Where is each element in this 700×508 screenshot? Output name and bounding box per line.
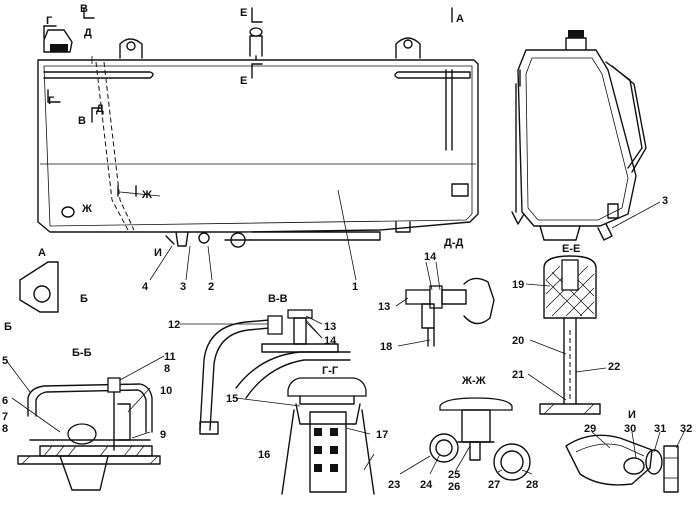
callout-13: 13 xyxy=(324,321,336,333)
mark-d-bot: Д xyxy=(96,103,104,115)
title-section-bb: Б-Б xyxy=(72,347,92,359)
callout-29: 29 xyxy=(584,423,596,435)
view-i xyxy=(565,434,679,493)
mark-v-bot: В xyxy=(78,115,86,127)
section-marker-labels: Г В Д Е А Г В Д Е Ж Ж И Б Б xyxy=(4,3,464,333)
mark-v-top: В xyxy=(80,3,88,15)
callout-5: 5 xyxy=(2,355,8,367)
title-section-dd: Д-Д xyxy=(444,237,463,249)
section-zh-zh xyxy=(429,397,531,481)
callout-12: 12 xyxy=(168,319,180,331)
title-view-a: А xyxy=(38,247,46,259)
callout-1: 1 xyxy=(352,281,358,293)
mark-e-bot: Е xyxy=(240,75,247,87)
callout-11: 11 xyxy=(164,351,176,363)
title-view-i: И xyxy=(628,409,636,421)
callout-7: 7 xyxy=(2,411,8,423)
mark-zh-right: Ж xyxy=(141,189,152,201)
callout-20: 20 xyxy=(512,335,524,347)
callout-9: 9 xyxy=(160,429,166,441)
main-tank-front-view xyxy=(37,27,479,248)
mark-e-top: Е xyxy=(240,7,247,19)
section-b-b xyxy=(17,377,161,491)
callout-25: 25 xyxy=(448,469,460,481)
callout-23: 23 xyxy=(388,479,400,491)
callout-16: 16 xyxy=(258,449,270,461)
callout-22: 22 xyxy=(608,361,620,373)
section-d-d xyxy=(405,277,495,347)
mark-b-b: Б xyxy=(4,321,12,333)
callout-24: 24 xyxy=(420,479,433,491)
title-section-zhzh: Ж-Ж xyxy=(461,375,486,387)
title-section-gg: Г-Г xyxy=(322,365,339,377)
title-section-vv: В-В xyxy=(268,293,288,305)
callout-14-dd: 14 xyxy=(424,251,437,263)
callout-32: 32 xyxy=(680,423,692,435)
callout-30: 30 xyxy=(624,423,636,435)
filter-mesh xyxy=(314,428,338,472)
callout-4: 4 xyxy=(142,281,149,293)
callout-17: 17 xyxy=(376,429,388,441)
callout-18: 18 xyxy=(380,341,392,353)
mark-zh-left: Ж xyxy=(81,203,92,215)
mark-d-top: Д xyxy=(84,27,92,39)
callout-6: 6 xyxy=(2,395,8,407)
callout-3: 3 xyxy=(180,281,186,293)
mark-i: И xyxy=(154,247,162,259)
mark-a-top: А xyxy=(456,13,464,25)
section-v-v xyxy=(199,309,351,435)
callout-3-side: 3 xyxy=(662,195,668,207)
tank-side-view xyxy=(511,30,647,241)
callout-26: 26 xyxy=(448,481,460,493)
callout-21: 21 xyxy=(512,369,524,381)
leader-lines xyxy=(5,189,685,475)
callout-2: 2 xyxy=(208,281,214,293)
section-g-g xyxy=(281,377,375,495)
mark-b-a: Б xyxy=(80,293,88,305)
title-section-ee: Е-Е xyxy=(562,243,580,255)
callout-31: 31 xyxy=(654,423,666,435)
callout-10: 10 xyxy=(160,385,172,397)
callout-27: 27 xyxy=(488,479,500,491)
view-a xyxy=(19,261,59,313)
callout-8-left: 8 xyxy=(2,423,8,435)
mark-g-top: Г xyxy=(46,15,53,27)
bb-base-hatch xyxy=(17,445,161,465)
callout-28: 28 xyxy=(526,479,538,491)
view-titles: А Б-Б В-В Г-Г Д-Д Е-Е Ж-Ж И xyxy=(38,237,636,421)
callout-numbers: 1 2 3 3 4 5 6 7 8 8 9 10 11 12 13 13 14 … xyxy=(2,195,692,493)
section-e-e xyxy=(539,255,601,415)
cut-markers xyxy=(43,7,453,245)
callout-13-dd: 13 xyxy=(378,301,390,313)
callout-19: 19 xyxy=(512,279,524,291)
callout-15: 15 xyxy=(226,393,238,405)
mark-g-bot: Г xyxy=(48,95,55,107)
callout-8-top: 8 xyxy=(164,363,170,375)
callout-14: 14 xyxy=(324,335,337,347)
